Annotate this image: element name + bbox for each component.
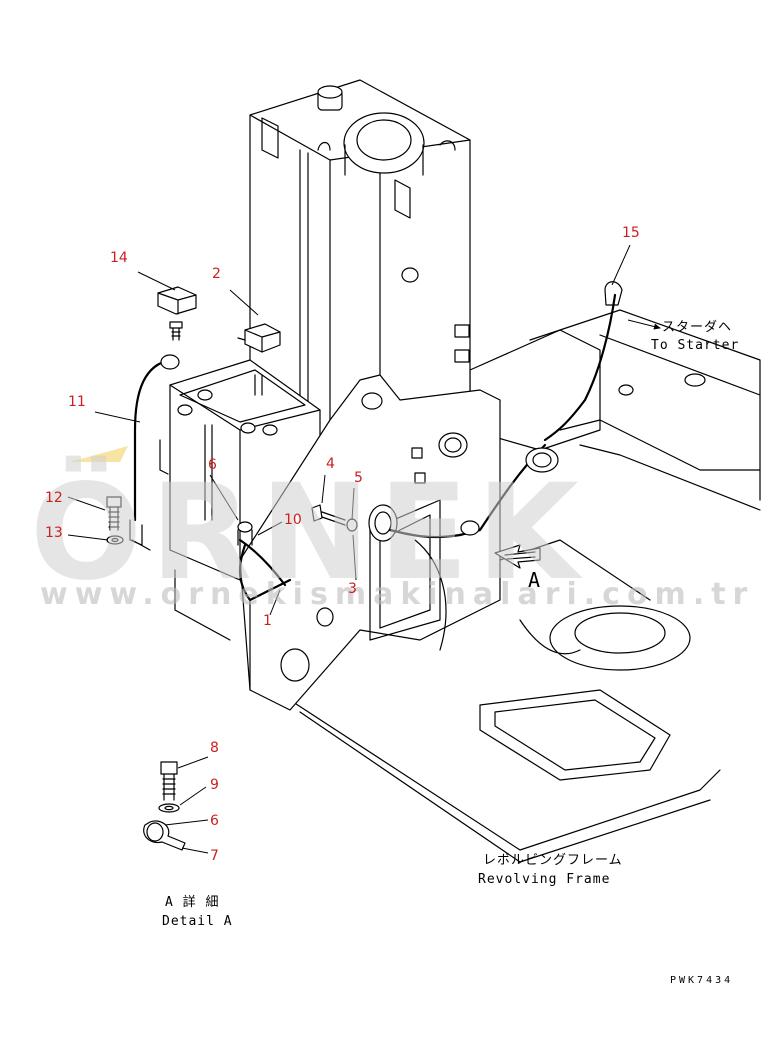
bracket-plate (239, 374, 501, 711)
callout-numbers: 14 2 11 6 12 13 4 5 10 3 1 15 8 9 6 7 (45, 225, 640, 864)
frame-jp: レボルビングフレーム (483, 853, 623, 868)
callout-4: 4 (326, 456, 335, 472)
frame-en: Revolving Frame (478, 872, 610, 887)
callout-9: 9 (210, 777, 219, 793)
callout-7: 7 (210, 848, 219, 864)
callout-6-detail: 6 (210, 813, 219, 829)
callout-13: 13 (45, 525, 63, 541)
part-14-switch (157, 286, 197, 341)
watermark-brand: ÖRNEK (30, 456, 587, 610)
to-starter-jp: スターダヘ (662, 320, 732, 335)
callout-10: 10 (284, 512, 302, 528)
detail-a-en: Detail A (162, 914, 233, 929)
callout-14: 14 (110, 250, 128, 266)
callout-11: 11 (68, 394, 86, 410)
view-arrow-a: A (494, 544, 541, 592)
detail-a-bolt (160, 761, 178, 801)
revolving-frame (289, 309, 761, 863)
arrow-a-label: A (528, 568, 540, 592)
callout-8: 8 (210, 740, 219, 756)
detail-a-clamp (143, 820, 186, 851)
callout-15: 15 (622, 225, 640, 241)
watermark-url: www.ornekismakinalari.com.tr (40, 577, 754, 612)
callout-5: 5 (354, 470, 363, 486)
callout-2: 2 (212, 266, 221, 282)
captions: スターダヘ To Starter レボルビングフレーム Revolving Fr… (162, 320, 739, 986)
cables (129, 281, 623, 651)
part-12-bolt (106, 496, 122, 531)
leader-lines (67, 244, 661, 854)
detail-a-jp: A 詳 細 (165, 894, 219, 910)
part-13-washer (106, 535, 124, 545)
callout-6: 6 (208, 457, 217, 473)
watermark: ÖRNEK www.ornekismakinalari.com.tr (30, 446, 754, 612)
drawing-code: PWK7434 (670, 975, 733, 986)
callout-3: 3 (348, 581, 357, 597)
callout-12: 12 (45, 490, 63, 506)
detail-a-washer (158, 803, 180, 813)
to-starter-en: To Starter (651, 338, 739, 353)
callout-1: 1 (263, 613, 272, 629)
part-4-bolt (311, 504, 358, 532)
part-2-switch (237, 323, 281, 353)
